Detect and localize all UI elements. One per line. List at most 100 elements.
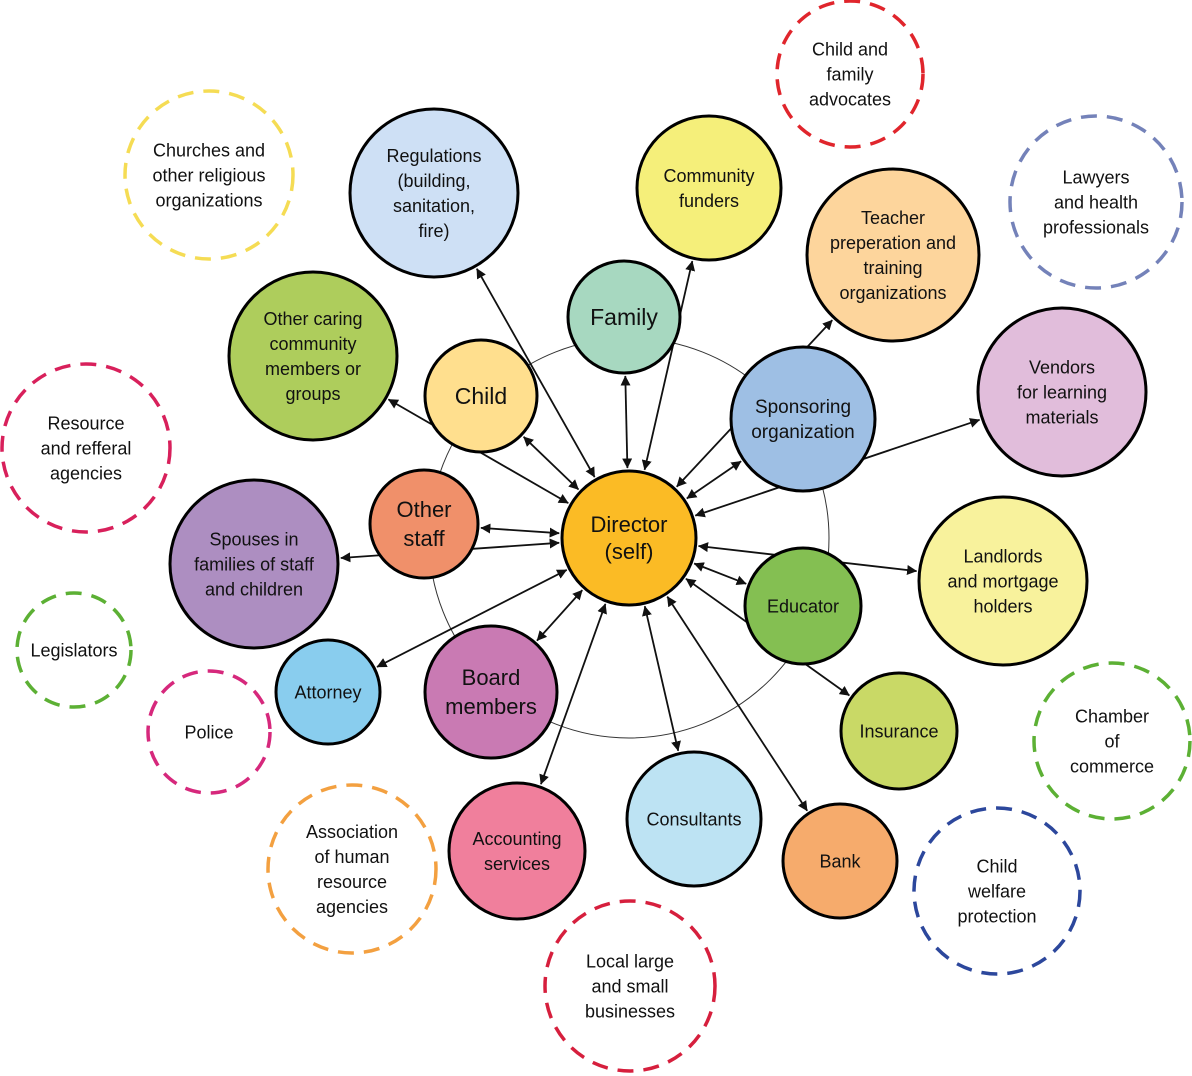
node-legislators: Legislators xyxy=(15,591,133,709)
node-circle-community-funders xyxy=(635,114,783,262)
node-circle-regulations xyxy=(348,107,520,279)
node-label-sponsoring: Sponsoring xyxy=(755,397,851,418)
connector-bank xyxy=(666,596,808,812)
connector-regulations xyxy=(476,268,596,478)
node-label-teacher-prep: training xyxy=(863,258,922,278)
node-educator: Educator xyxy=(743,546,863,666)
node-circle-police xyxy=(146,669,272,795)
node-circle-chamber xyxy=(1032,661,1192,821)
connector-educator xyxy=(693,562,747,586)
node-label-churches: other religious xyxy=(152,165,265,185)
node-label-other-caring: members or xyxy=(265,359,361,379)
node-label-lawyers: and health xyxy=(1054,192,1138,212)
node-label-lawyers: Lawyers xyxy=(1062,167,1129,187)
node-attorney: Attorney xyxy=(274,638,382,746)
node-label-regulations: sanitation, xyxy=(393,196,475,216)
node-circle-spouses xyxy=(168,478,340,650)
node-label-center: (self) xyxy=(605,539,654,564)
node-label-bank: Bank xyxy=(819,851,861,871)
connector-attorney xyxy=(376,569,568,668)
node-circle-hr-agencies xyxy=(266,783,438,955)
node-label-community-funders: funders xyxy=(679,191,739,211)
connector-consultants xyxy=(642,605,681,752)
node-label-child: Child xyxy=(455,383,507,409)
node-label-accounting: services xyxy=(484,854,550,874)
node-label-regulations: fire) xyxy=(419,221,450,241)
node-label-child-advocates: family xyxy=(826,64,873,84)
node-label-local-businesses: Local large xyxy=(586,951,674,971)
node-label-landlords: holders xyxy=(973,596,1032,616)
node-circle-attorney xyxy=(274,638,382,746)
node-label-teacher-prep: organizations xyxy=(839,283,946,303)
node-label-child-welfare: protection xyxy=(957,906,1036,926)
node-label-lawyers: professionals xyxy=(1043,217,1149,237)
node-label-board: Board xyxy=(462,665,521,690)
node-sponsoring: Sponsoring organization xyxy=(729,345,877,493)
node-consultants: Consultants xyxy=(625,750,763,888)
node-label-teacher-prep: Teacher xyxy=(861,208,925,228)
node-label-spouses: and children xyxy=(205,579,303,599)
node-label-educator: Educator xyxy=(767,596,839,616)
node-circle-vendors xyxy=(976,306,1148,478)
node-label-other-caring: groups xyxy=(285,384,340,404)
node-child: Child xyxy=(423,338,539,454)
node-label-hr-agencies: resource xyxy=(317,872,387,892)
node-family: Family xyxy=(566,259,682,375)
node-label-sponsoring: organization xyxy=(751,422,855,443)
node-circle-accounting xyxy=(447,781,587,921)
connector-community-funders xyxy=(641,260,696,471)
node-circle-board xyxy=(423,624,559,760)
node-bank: Bank xyxy=(781,802,899,920)
node-vendors: Vendors for learning materials xyxy=(976,306,1148,478)
node-label-police: Police xyxy=(184,722,233,742)
node-label-chamber: of xyxy=(1104,731,1120,751)
node-circle-bank xyxy=(781,802,899,920)
node-circle-churches xyxy=(123,89,295,261)
node-label-resource-referral: and refferal xyxy=(41,438,132,458)
node-label-attorney: Attorney xyxy=(294,682,361,702)
node-label-vendors: materials xyxy=(1025,407,1098,427)
node-circle-landlords xyxy=(917,495,1089,667)
node-circle-child xyxy=(423,338,539,454)
node-label-regulations: (building, xyxy=(397,171,470,191)
node-label-other-staff: staff xyxy=(403,526,445,551)
node-circle-center xyxy=(560,469,698,607)
node-label-insurance: Insurance xyxy=(859,721,938,741)
node-circle-educator xyxy=(743,546,863,666)
node-label-child-welfare: welfare xyxy=(967,881,1026,901)
node-label-spouses: Spouses in xyxy=(209,529,298,549)
node-circle-resource-referral xyxy=(0,362,172,534)
node-label-other-caring: community xyxy=(269,334,356,354)
node-circle-teacher-prep xyxy=(805,167,981,343)
node-circle-lawyers xyxy=(1008,114,1184,290)
node-label-resource-referral: agencies xyxy=(50,463,122,483)
node-label-legislators: Legislators xyxy=(30,640,117,660)
node-label-vendors: Vendors xyxy=(1029,357,1095,377)
node-label-consultants: Consultants xyxy=(646,809,741,829)
node-circle-family xyxy=(566,259,682,375)
node-label-center: Director xyxy=(590,512,667,537)
node-label-child-advocates: Child and xyxy=(812,39,888,59)
node-label-hr-agencies: agencies xyxy=(316,897,388,917)
node-circle-child-welfare xyxy=(912,806,1082,976)
node-label-chamber: commerce xyxy=(1070,756,1154,776)
node-label-vendors: for learning xyxy=(1017,382,1107,402)
connector-family xyxy=(620,375,633,469)
node-label-churches: Churches and xyxy=(153,140,265,160)
node-circle-other-caring xyxy=(227,270,399,442)
node-label-hr-agencies: of human xyxy=(314,847,389,867)
node-label-landlords: Landlords xyxy=(963,546,1042,566)
node-police: Police xyxy=(146,669,272,795)
